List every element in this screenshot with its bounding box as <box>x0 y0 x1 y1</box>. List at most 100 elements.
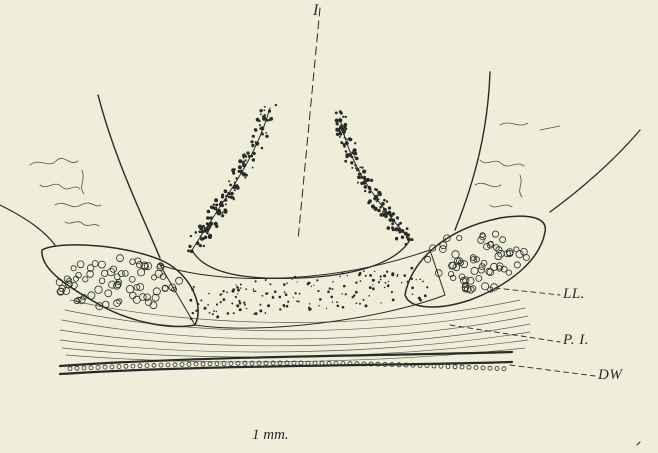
stipple-dot <box>243 302 245 304</box>
stipple-dot <box>272 296 275 299</box>
stipple-dot <box>256 118 260 122</box>
stipple-dot <box>255 290 257 292</box>
stipple-dot <box>326 308 327 309</box>
stipple-dot <box>259 124 261 126</box>
stipple-dot <box>391 292 392 293</box>
lymph-cell <box>425 256 431 262</box>
stipple-dot <box>236 304 239 307</box>
stipple-dot <box>269 119 272 122</box>
wall-cell <box>82 366 86 370</box>
stipple-dot <box>369 274 372 277</box>
lymph-cell <box>87 271 94 278</box>
stipple-dot <box>207 304 209 306</box>
stipple-dot <box>232 290 235 293</box>
stipple-dot <box>236 286 239 289</box>
stipple-dot <box>225 210 227 212</box>
stipple-dot <box>372 279 375 282</box>
stipple-dot <box>251 155 253 157</box>
lymph-cell <box>521 248 528 255</box>
stipple-dot <box>208 293 210 295</box>
stipple-dot <box>335 128 339 132</box>
stipple-dot <box>313 285 314 286</box>
stipple-dot <box>332 301 334 303</box>
stipple-dot <box>242 154 246 158</box>
stipple-dot <box>252 167 254 169</box>
stipple-dot <box>360 176 363 179</box>
wall-cell <box>313 361 317 365</box>
stipple-dot <box>382 211 384 213</box>
wall-cell <box>502 367 506 371</box>
stipple-dot <box>224 189 228 193</box>
stipple-dot <box>238 300 240 302</box>
stipple-dot <box>222 293 223 294</box>
stipple-dot <box>391 273 394 276</box>
lymph-cell <box>135 258 141 264</box>
stipple-dot <box>244 304 246 306</box>
stipple-dot <box>204 307 207 310</box>
lymph-cell <box>150 302 157 309</box>
lymph-cell <box>138 269 145 276</box>
stipple-dot <box>355 282 357 284</box>
stipple-dot <box>214 198 218 202</box>
lymph-cell <box>102 301 109 308</box>
scale-label: 1 mm. <box>252 427 289 444</box>
stipple-dot <box>204 236 208 240</box>
lymph-cell <box>461 261 468 268</box>
stipple-dot <box>347 275 348 276</box>
stipple-dot <box>339 110 342 113</box>
stipple-dot <box>207 226 211 230</box>
stipple-dot <box>230 192 234 196</box>
stipple-dot <box>279 296 282 299</box>
stipple-dot <box>380 275 382 277</box>
stipple-dot <box>387 284 390 287</box>
stipple-dot <box>307 283 309 285</box>
stipple-dot <box>255 280 257 282</box>
lymph-cell <box>126 286 133 293</box>
stipple-dot <box>265 312 267 314</box>
right-loose-tissue <box>475 123 560 207</box>
stipple-dot <box>236 186 240 190</box>
lymph-cell <box>471 267 478 274</box>
stipple-dot <box>388 206 391 209</box>
stipple-dot <box>239 302 242 305</box>
stipple-dot <box>199 244 202 247</box>
stipple-dot <box>341 293 342 294</box>
stipple-dot <box>200 230 203 233</box>
stipple-dot <box>394 227 398 231</box>
stipple-dot <box>336 301 338 303</box>
stipple-dot <box>203 245 205 247</box>
lymph-cell <box>130 259 136 265</box>
stipple-dot <box>216 311 217 312</box>
stipple-dot <box>189 299 192 302</box>
label-top-i: I <box>313 2 319 20</box>
lymph-cell <box>98 261 105 268</box>
stipple-dot <box>210 216 213 219</box>
stipple-dot <box>392 299 395 302</box>
wall-cell <box>110 365 114 369</box>
lymph-cell <box>482 283 489 290</box>
lymph-cell <box>153 288 160 295</box>
wall-cell <box>201 362 205 366</box>
leader-dw <box>510 365 595 376</box>
stipple-dot <box>376 200 378 202</box>
stipple-dot <box>344 137 346 139</box>
stipple-dot <box>374 271 375 272</box>
stipple-dot <box>220 201 223 204</box>
wall-cell <box>103 365 107 369</box>
stipple-dot <box>345 141 349 145</box>
stipple-dot <box>266 119 269 122</box>
axis-line <box>298 8 320 240</box>
stipple-dot <box>200 299 202 301</box>
stipple-dot <box>359 303 361 305</box>
lymph-cell <box>176 277 183 284</box>
stipple-dot <box>364 185 368 189</box>
stipple-dot <box>246 151 249 154</box>
stipple-dot <box>267 293 268 294</box>
stipple-dot <box>261 132 264 135</box>
stipple-dot <box>416 279 417 280</box>
lymph-cell <box>457 235 462 240</box>
stipple-dot <box>348 137 351 140</box>
stipple-dot <box>225 195 228 198</box>
stipple-dot <box>327 291 330 294</box>
stipple-dot <box>357 182 359 184</box>
